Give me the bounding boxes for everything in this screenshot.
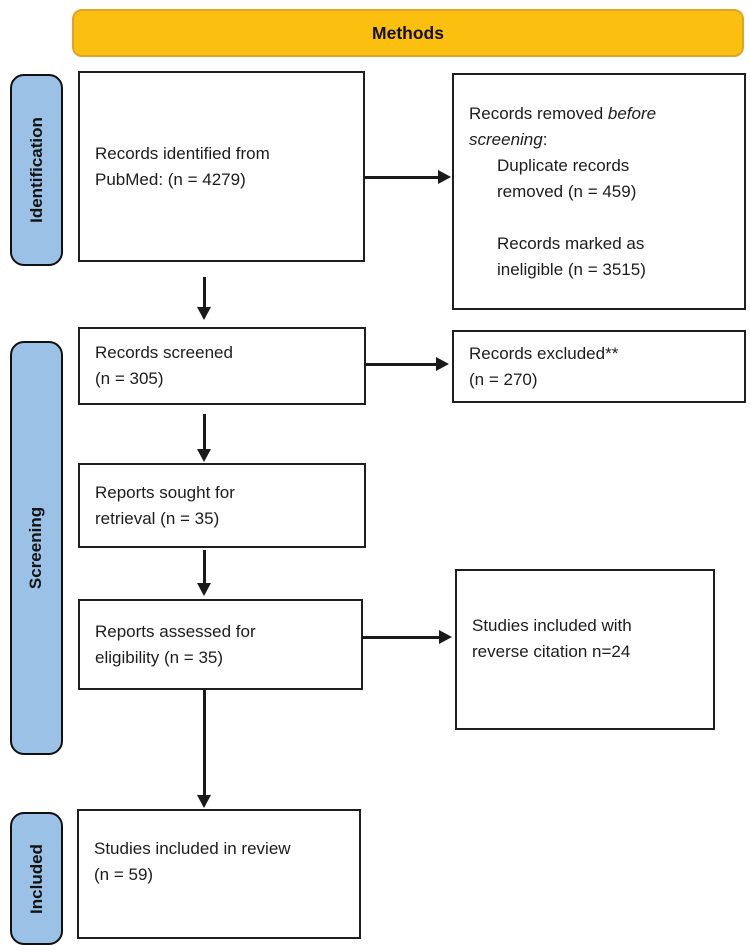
records-removed-item: Records marked as ineligible (n = 3515) [497,233,646,279]
box-reports-sought: Reports sought for retrieval (n = 35) [78,463,366,548]
arrow-down-icon [197,449,211,462]
stage-included: Included [10,812,63,945]
box-studies-reverse-citation: Studies included with reverse citation n… [455,569,715,730]
arrow-line [365,176,439,179]
arrow-line [203,690,206,796]
box-studies-included-review-text: Studies included in review (n = 59) [94,839,291,884]
records-removed-item: Duplicate records removed (n = 459) [497,155,637,201]
methods-title: Methods [372,22,444,43]
stage-identification-label: Identification [26,117,46,223]
box-reports-assessed-text: Reports assessed for eligibility (n = 35… [95,621,256,667]
stage-screening: Screening [10,341,63,755]
arrow-line [203,550,206,584]
stage-screening-label: Screening [26,506,46,590]
box-records-excluded-text: Records excluded** (n = 270) [469,343,619,389]
arrow-right-icon [438,170,451,184]
box-records-removed: Records removed before screening: Duplic… [452,73,746,310]
box-records-identified-text: Records identified from PubMed: (n = 427… [95,143,270,189]
records-removed-intro: Records removed [469,103,608,123]
arrow-line [203,414,206,450]
box-reports-sought-text: Reports sought for retrieval (n = 35) [95,482,235,528]
records-removed-intro-italic: before screening [469,103,657,149]
box-studies-reverse-citation-text: Studies included with reverse citation n… [472,616,632,661]
methods-header: Methods [72,9,744,57]
stage-included-label: Included [26,843,46,914]
box-records-screened-text: Records screened (n = 305) [95,343,233,388]
box-records-removed-text: Records removed before screening: Duplic… [454,75,666,309]
box-records-excluded: Records excluded** (n = 270) [452,330,746,403]
arrow-line [366,363,438,366]
arrow-line [203,277,206,308]
box-records-screened: Records screened (n = 305) [78,327,366,405]
stage-identification: Identification [10,74,63,266]
records-removed-colon: : [542,129,548,149]
arrow-right-icon [436,357,449,371]
arrow-down-icon [197,583,211,596]
arrow-down-icon [197,795,211,808]
arrow-right-icon [439,630,452,644]
box-records-identified: Records identified from PubMed: (n = 427… [78,71,365,262]
box-reports-assessed: Reports assessed for eligibility (n = 35… [78,599,363,690]
arrow-down-icon [197,307,211,320]
box-studies-included-review: Studies included in review (n = 59) [77,809,361,939]
arrow-line [363,636,440,639]
